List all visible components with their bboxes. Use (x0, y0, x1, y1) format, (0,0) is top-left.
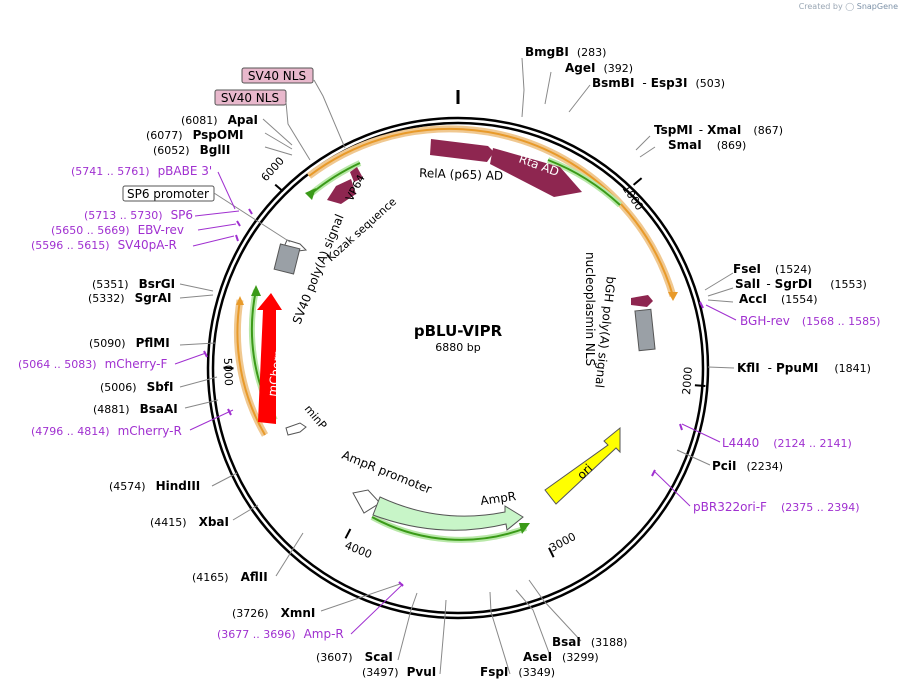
site-bsai: BsaI(3188) (552, 635, 627, 649)
site-fspi: FspI(3349) (480, 665, 555, 679)
snapgene-logo-icon: ◯ (845, 2, 855, 11)
primer-sv40pa-r: (5596 .. 5615)SV40pA-R (31, 238, 177, 252)
site-xbai: (4415)XbaI (150, 515, 229, 529)
primer-mcherry-f: (5064 .. 5083)mCherry-F (18, 357, 167, 371)
primer-sp6: (5713 .. 5730)SP6 (84, 208, 193, 222)
orf-arc-left-line (236, 299, 266, 436)
site-xmni: (3726)XmnI (232, 606, 315, 620)
feature-minp (285, 422, 307, 436)
primer-amp-r: (3677 .. 3696)Amp-R (217, 627, 344, 641)
boxed-labels: SV40 NLS SV40 NLS SP6 promoter (122, 67, 314, 202)
sv40-nls-box-1 (241, 67, 314, 84)
site-acci: AccI(1554) (739, 292, 818, 306)
feature-rela-arrow (430, 139, 494, 162)
primer-pbr322ori-f: pBR322ori-F(2375 .. 2394) (693, 500, 860, 514)
orf-arcs (233, 125, 678, 437)
sp6-promoter-label: SP6 promoter (127, 187, 209, 201)
sv40-nls-label-1: SV40 NLS (248, 69, 306, 83)
primer-leader-lines (174, 171, 737, 635)
site-bsrgi: (5351)BsrGI (92, 277, 175, 291)
restriction-sites: BmgBI(283) AgeI(392) BsmBI-Esp3I(503) Ts… (88, 45, 871, 679)
created-by-text: Created by (798, 2, 843, 11)
feature-nucleoplasmin-nls (631, 295, 653, 307)
primer-l4440: L4440(2124 .. 2141) (722, 436, 852, 450)
tick-label-2000: 2000 (680, 366, 695, 395)
feature-ampr-arrow (372, 496, 524, 531)
feature-mcherry-arrow (257, 293, 282, 424)
tick-label-6000: 6000 (259, 155, 287, 185)
primer-markers (203, 208, 704, 587)
feature-label-rela: RelA (p65) AD (419, 166, 503, 183)
tick-label-3000: 3000 (547, 530, 578, 555)
feature-vp64-small (350, 167, 363, 182)
feature-label-ampr: AmpR (479, 489, 516, 508)
orf-arc-top-head (668, 292, 678, 301)
site-kfli: KflI-PpuMI(1841) (737, 361, 871, 375)
primer-ebv-rev: (5650 .. 5669)EBV-rev (51, 223, 184, 237)
scale-tick-labels: 1000 2000 3000 4000 5000 6000 (221, 155, 695, 562)
site-agei: AgeI(392) (565, 61, 633, 75)
orf-arc-left-head (236, 296, 244, 305)
site-bmgbi: BmgBI(283) (525, 45, 606, 59)
scale-ticks (223, 177, 706, 558)
site-bsmbi: BsmBI-Esp3I(503) (592, 76, 725, 90)
feature-label-ampr-promoter: AmpR promoter (340, 448, 434, 497)
primer-pbabe-3: (5741 .. 5761)pBABE 3' (71, 164, 212, 178)
site-bsaai: (4881)BsaAI (93, 402, 178, 416)
feature-ori-arrow (544, 426, 621, 505)
site-sgrai: (5332)SgrAI (88, 291, 171, 305)
backbone-outer-ring (206, 116, 710, 620)
primer-sites: BGH-rev(1568 .. 1585) L4440(2124 .. 2141… (18, 164, 880, 641)
site-pcii: PciI(2234) (712, 459, 783, 473)
plasmid-name: pBLU-VIPR (414, 322, 503, 340)
tick-label-5000: 5000 (221, 358, 235, 386)
site-bglii: (6052)BglII (153, 143, 230, 157)
site-smai: SmaI(869) (668, 138, 746, 152)
site-sbfi: (5006)SbfI (100, 380, 174, 394)
plasmid-length: 6880 bp (435, 341, 480, 354)
backbone-inner-ring (211, 121, 705, 615)
site-hindiii: (4574)HindIII (109, 479, 200, 493)
site-asei: AseI(3299) (523, 650, 599, 664)
feature-rta-ad-arrow (490, 148, 582, 197)
site-pvui: (3497)PvuI (362, 665, 436, 679)
site-pspomi: (6077)PspOMI (146, 128, 244, 142)
site-pflmi: (5090)PflMI (89, 336, 170, 350)
feature-vp64-arrow (327, 179, 356, 204)
created-by-badge: Created by ◯ SnapGene (799, 2, 898, 11)
primer-mcherry-r: (4796 .. 4814)mCherry-R (31, 424, 182, 438)
site-scai: (3607)ScaI (316, 650, 393, 664)
feature-bgh-polya (634, 308, 656, 352)
snapgene-brand: SnapGene (856, 2, 898, 11)
site-tspmi: TspMI-XmaI(867) (654, 123, 783, 137)
sv40-nls-box-2 (214, 89, 287, 106)
site-apai: (6081)ApaI (181, 113, 258, 127)
feature-sv40-polya (273, 243, 301, 275)
site-fsei: FseI(1524) (733, 262, 812, 276)
primer-bgh-rev: BGH-rev(1568 .. 1585) (740, 314, 880, 328)
site-aflii: (4165)AflII (192, 570, 268, 584)
site-sali: SalI-SgrDI(1553) (735, 277, 867, 291)
features (257, 139, 656, 531)
sv40-nls-label-2: SV40 NLS (221, 91, 279, 105)
leader-lines (179, 57, 735, 675)
feature-label-sv40-polya: SV40 poly(A) signal (290, 212, 347, 326)
feature-label-nucleoplasmin-nls: nucleoplasmin NLS (583, 252, 597, 366)
orf-arc-top-line (308, 127, 674, 297)
tick-label-4000: 4000 (343, 539, 374, 562)
